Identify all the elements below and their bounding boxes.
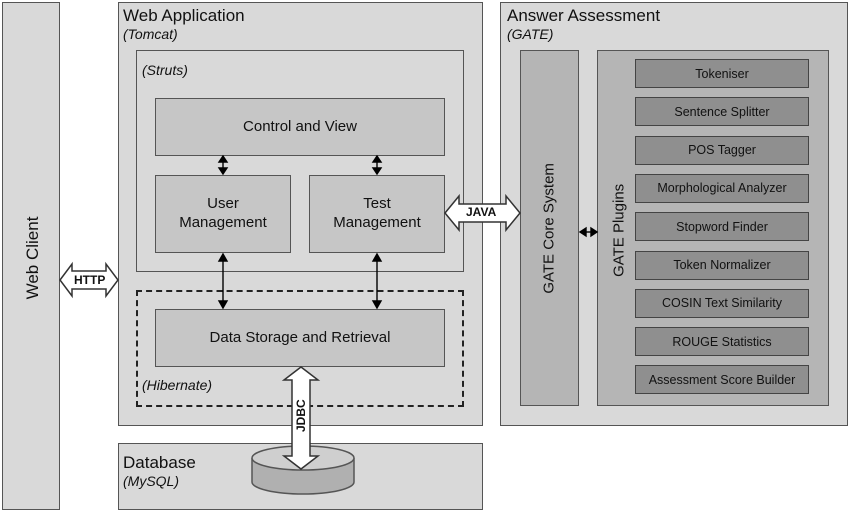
plugin-stopword-finder: Stopword Finder [635,212,809,242]
gate-subtitle: (GATE) [507,26,554,42]
user-management-box: User Management [155,175,291,253]
internal-arrows [217,154,599,310]
control-and-view-label: Control and View [243,117,357,135]
plugin-sentence-splitter: Sentence Splitter [635,97,809,127]
plugin-morphological-analyzer: Morphological Analyzer [635,173,809,203]
test-management-label-2: Management [333,214,421,231]
web-application-title: Web Application [123,6,245,25]
data-storage-label: Data Storage and Retrieval [209,328,391,346]
database-title: Database [123,453,196,472]
plugin-pos-tagger: POS Tagger [635,135,809,165]
gate-core-system-box: GATE Core System [520,50,579,406]
test-management-box: Test Management [309,175,445,253]
jdbc-label: JDBC [294,399,308,432]
mysql-subtitle: (MySQL) [123,473,179,489]
java-label: JAVA [466,205,497,219]
http-arrow-icon [59,261,119,299]
user-management-label-2: Management [179,214,267,231]
user-management-label-1: User [207,195,239,213]
plugin-rouge-statistics: ROUGE Statistics [635,327,809,357]
data-storage-box: Data Storage and Retrieval [155,309,445,367]
answer-assessment-title: Answer Assessment [507,6,661,25]
plugin-cosin-text-similarity: COSIN Text Similarity [635,288,809,318]
http-label: HTTP [74,273,106,287]
struts-label: (Struts) [142,62,188,78]
plugin-token-normalizer: Token Normalizer [635,250,809,280]
tomcat-subtitle: (Tomcat) [123,26,178,42]
hibernate-label: (Hibernate) [142,377,213,393]
control-and-view-box: Control and View [155,98,445,156]
web-client-box: Web Client [2,2,60,510]
plugin-assessment-score-builder: Assessment Score Builder [635,365,809,395]
java-arrow-icon [444,193,521,233]
test-management-label-1: Test [363,195,391,213]
jdbc-arrow-icon [281,366,321,470]
plugin-tokeniser: Tokeniser [635,59,809,88]
